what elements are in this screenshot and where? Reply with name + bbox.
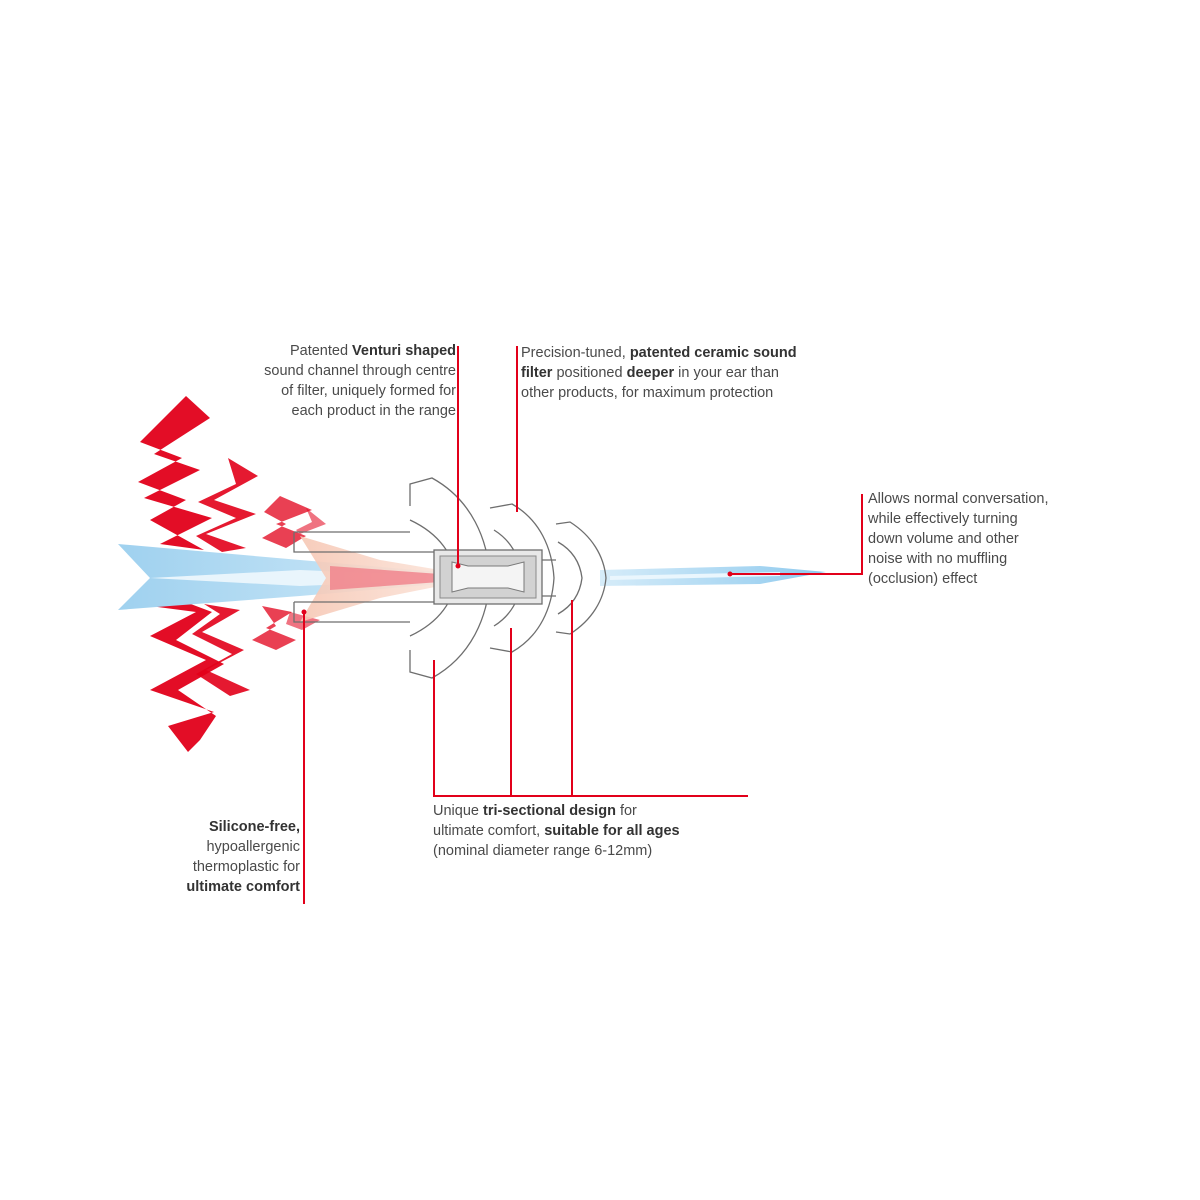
ceramic-line-3: other products, for maximum protection <box>521 385 774 401</box>
trisectional-line-3: (nominal diameter range 6-12mm) <box>433 843 653 859</box>
ceramic-bold-1: patented ceramic sound <box>629 345 797 361</box>
callout-dots <box>301 563 733 615</box>
label-normal-conversation: Allows normal conversation, while effect… <box>868 489 1168 589</box>
venturi-bold-1: Venturi shaped <box>352 343 456 359</box>
callout-dot-conversation <box>727 571 733 577</box>
silicone-line-1: Silicone-free, <box>100 817 300 837</box>
ceramic-line-1: Precision-tuned, patented ceramic sound <box>521 343 881 363</box>
trisectional-bold-1: tri-sectional design <box>482 803 616 819</box>
conversation-line-5: (occlusion) effect <box>868 571 978 587</box>
trisectional-line-2: ultimate comfort, suitable for all ages <box>433 821 813 841</box>
outgoing-sound-beam <box>600 566 826 586</box>
venturi-line-2: sound channel through centre <box>264 363 456 379</box>
venturi-line-3: of filter, uniquely formed for <box>281 383 456 399</box>
silicone-bold-2: ultimate comfort <box>186 879 300 895</box>
ceramic-filter <box>433 549 543 605</box>
noise-wave-bottom-3 <box>252 606 296 650</box>
callout-dot-venturi <box>455 563 461 569</box>
label-silicone-free: Silicone-free, hypoallergenic thermoplas… <box>100 817 300 897</box>
trisectional-line-1: Unique tri-sectional design for <box>433 801 813 821</box>
silicone-line-2: hypoallergenic <box>206 839 300 855</box>
silicone-line-4: ultimate comfort <box>100 877 300 897</box>
conversation-line-3: down volume and other <box>868 531 1019 547</box>
venturi-channel <box>451 561 525 593</box>
noise-wave-bottom-2 <box>192 604 250 696</box>
venturi-line-1: Patented Venturi shaped <box>190 341 456 361</box>
earplug-stem <box>293 531 410 623</box>
trisectional-text-2: for <box>615 803 637 819</box>
ceramic-text-3: in your ear than <box>674 365 779 381</box>
venturi-text-1: Patented <box>289 343 353 359</box>
earplug-flange-middle <box>489 503 555 653</box>
conversation-line-2: while effectively turning <box>868 511 1018 527</box>
trisectional-text-1: Unique <box>433 803 483 819</box>
trisectional-bold-2: suitable for all ages <box>544 823 680 839</box>
conversation-line-4: noise with no muffling <box>868 551 1008 567</box>
ceramic-line-2: filter positioned deeper in your ear tha… <box>521 363 881 383</box>
callout-line-trisectional <box>433 600 748 797</box>
earplug-flange-tip <box>555 521 607 635</box>
silicone-bold-1: Silicone-free, <box>208 819 300 835</box>
ceramic-bold-3: deeper <box>626 365 675 381</box>
conversation-line-1: Allows normal conversation, <box>868 491 1049 507</box>
ceramic-bold-2: filter <box>521 365 553 381</box>
ceramic-text-1: Precision-tuned, <box>521 345 630 361</box>
incoming-sound-beam <box>118 536 440 622</box>
earplug-core <box>410 551 556 603</box>
callout-lines <box>303 346 863 904</box>
noise-wave-top-4 <box>296 508 326 534</box>
callout-dot-silicone <box>301 609 307 615</box>
label-venturi-channel: Patented Venturi shaped sound channel th… <box>190 341 456 421</box>
earplug-flange-tip-inner <box>557 541 583 615</box>
noise-waves-bottom <box>150 600 320 752</box>
noise-wave-top-2 <box>196 458 258 552</box>
noise-wave-top-1 <box>138 396 212 550</box>
noise-waves-top <box>138 396 326 552</box>
noise-wave-top-3 <box>262 496 312 548</box>
label-ceramic-filter: Precision-tuned, patented ceramic sound … <box>521 343 881 403</box>
silicone-line-3: thermoplastic for <box>192 859 300 875</box>
ceramic-text-2: positioned <box>552 365 627 381</box>
venturi-line-4: each product in the range <box>291 403 456 419</box>
callout-line-conversation <box>730 494 863 575</box>
label-tri-sectional-design: Unique tri-sectional design for ultimate… <box>433 801 813 861</box>
noise-wave-bottom-1 <box>150 600 224 752</box>
trisectional-text-3: ultimate comfort, <box>433 823 545 839</box>
sound-beam-red <box>330 566 440 590</box>
